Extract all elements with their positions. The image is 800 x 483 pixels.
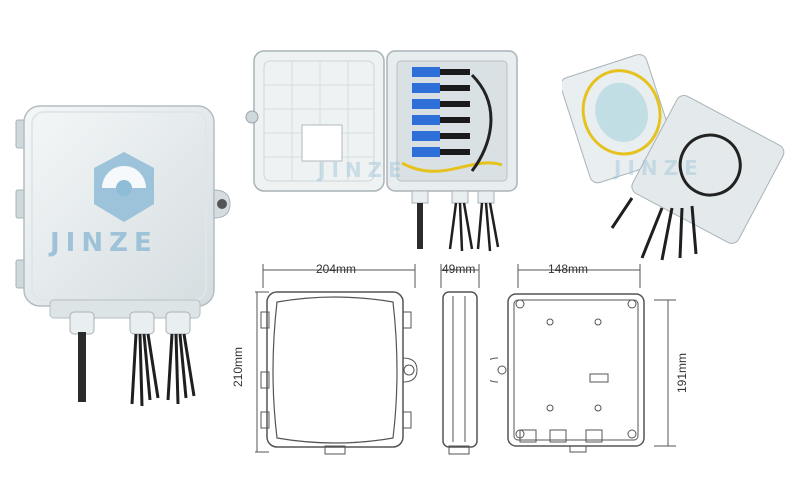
side-depth-label: 49mm [442, 262, 476, 276]
open-enclosure-photo [245, 50, 518, 252]
back-view-drawing [490, 264, 676, 453]
brand-watermark-text: JINZE [614, 156, 704, 180]
brand-watermark-text: JINZE [50, 228, 158, 258]
angled-enclosure-photo [562, 53, 785, 261]
front-width-label: 204mm [316, 262, 357, 276]
brand-watermark-text: JINZE [318, 158, 408, 182]
front-height-label: 210mm [231, 346, 246, 388]
side-view-drawing [440, 264, 480, 455]
back-width-label: 148mm [548, 262, 589, 276]
brand-logo-icon [94, 152, 154, 222]
front-view-drawing [255, 264, 418, 455]
back-height-label: 191mm [675, 352, 690, 394]
